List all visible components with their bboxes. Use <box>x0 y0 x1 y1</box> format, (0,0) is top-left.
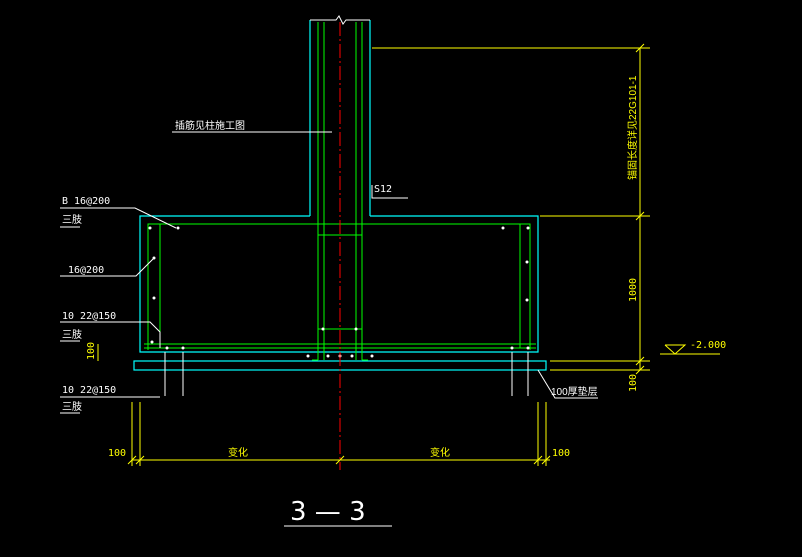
right-edge-dimension: 100 <box>552 448 570 459</box>
footing-outline <box>139 215 539 353</box>
footing-top-mesh <box>147 223 531 350</box>
width-right-dimension: 变化 <box>430 446 450 459</box>
rebar-dots <box>148 226 530 358</box>
break-mark <box>310 15 370 25</box>
width-left-dimension: 变化 <box>228 446 248 459</box>
column-note-label: 插筋见柱施工图 <box>175 119 245 132</box>
leader-lines <box>60 131 598 414</box>
bottom-rebar-lower-note: 三肢 <box>62 400 82 413</box>
bottom-rebar-upper-label: 10 22@150 <box>62 311 116 322</box>
elevation-label: -2.000 <box>690 340 726 351</box>
bottom-rebar-upper-note: 三肢 <box>62 328 82 341</box>
left-edge-dimension: 100 <box>108 448 126 459</box>
section-title: 3 — 3 <box>290 497 366 527</box>
dimension-lines <box>97 43 720 466</box>
side-rebar-label: 16@200 <box>68 265 104 276</box>
s12-label: S12 <box>374 184 392 195</box>
cushion-ticks <box>164 352 529 396</box>
top-rebar-note: 三肢 <box>62 213 82 226</box>
top-rebar-label: B 16@200 <box>62 196 110 207</box>
cushion-label: 100厚垫层 <box>551 385 598 398</box>
anchorage-dimension: 锚固长度详见22G101-1 <box>626 75 639 180</box>
bottom-rebar-lower-label: 10 22@150 <box>62 385 116 396</box>
cushion-height-dimension: 100 <box>628 374 639 392</box>
height-dimension: 1000 <box>628 278 639 302</box>
cover-left-label: 100 <box>86 342 97 360</box>
